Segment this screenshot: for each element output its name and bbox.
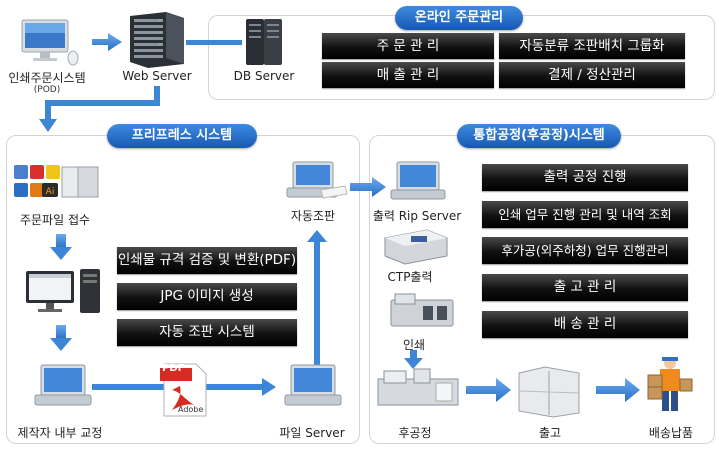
- proofing-label: 제작자 내부 교정: [17, 426, 103, 440]
- ctp-label: CTP출력: [387, 270, 433, 284]
- process-item: 출 고 관 리: [482, 274, 688, 301]
- process-item: 배 송 관 리: [482, 311, 688, 338]
- pdf-label: PDF: [162, 363, 185, 374]
- workstation-icon: [26, 269, 100, 313]
- printing-label: 인쇄: [402, 338, 426, 352]
- rip-server-pc-icon: [390, 161, 446, 200]
- arrow-fileserver-to-imposition: [314, 240, 320, 370]
- online-order-item: 결제 / 정산관리: [499, 62, 685, 88]
- shipping-label: 출고: [538, 426, 562, 440]
- web-server-label: Web Server: [122, 69, 192, 83]
- delivery-person-icon: [647, 357, 693, 411]
- ctp-machine-icon: [384, 229, 448, 265]
- pdf-document-icon: [160, 363, 207, 417]
- arrow-web-to-prepress: [45, 86, 160, 121]
- app-icons-cluster-icon: Ai: [14, 165, 99, 198]
- post-process-label: 후공정: [398, 426, 432, 440]
- auto-imposition-label: 자동조판: [290, 209, 336, 223]
- rip-server-label: 출력 Rip Server: [372, 209, 462, 223]
- process-title: 통합공정(후공정)시스템: [457, 124, 621, 148]
- db-server-label: DB Server: [233, 69, 295, 83]
- online-order-item: 매 출 관 리: [322, 62, 494, 88]
- order-system-label: 인쇄주문시스템: [8, 71, 86, 85]
- printing-press-icon: [390, 293, 454, 327]
- arrow-imposition-to-rip: [350, 177, 386, 197]
- web-db-connector: [186, 40, 242, 45]
- imposition-pc-icon: [286, 161, 348, 199]
- prepress-item: JPG 이미지 생성: [117, 283, 297, 310]
- prepress-item: 자동 조판 시스템: [117, 319, 297, 346]
- adobe-label: Adobe: [178, 405, 204, 414]
- db-server-icon: [246, 19, 282, 65]
- proofing-pc-icon: [34, 364, 92, 406]
- online-order-item: 자동분류 조판배치 그룹화: [499, 33, 685, 59]
- arrow-post-to-ship: [466, 378, 511, 402]
- file-server-label: 파일 Server: [279, 426, 345, 440]
- delivery-label: 배송납품: [648, 426, 694, 440]
- arrow-monitor-down: [50, 338, 72, 351]
- desktop-monitor-icon: [21, 19, 79, 66]
- prepress-title: 프리프레스 시스템: [107, 124, 257, 148]
- svg-text:Ai: Ai: [46, 187, 55, 197]
- file-receipt-label: 주문파일 접수: [19, 213, 91, 227]
- arrow-receipt-down: [50, 247, 72, 260]
- arrow-order-to-web: [92, 33, 122, 51]
- file-server-pc-icon: [284, 364, 342, 406]
- process-item: 출력 공정 진행: [482, 164, 688, 191]
- online-order-item: 주 문 관 리: [322, 33, 494, 59]
- prepress-item: 인쇄물 규격 검증 및 변환(PDF): [117, 247, 297, 274]
- finishing-machine-icon: [377, 368, 459, 406]
- web-server-rack-icon: [130, 12, 184, 68]
- process-item: 후가공(외주하청) 업무 진행관리: [482, 237, 688, 264]
- process-item: 인쇄 업무 진행 관리 및 내역 조회: [482, 201, 688, 228]
- online-order-title: 온라인 주문관리: [395, 6, 523, 30]
- arrow-ship-to-delivery: [596, 378, 640, 402]
- order-system-sub-label: (POD): [33, 85, 61, 95]
- arrow-print-down: [404, 358, 423, 369]
- shipping-boxes-icon: [518, 366, 580, 418]
